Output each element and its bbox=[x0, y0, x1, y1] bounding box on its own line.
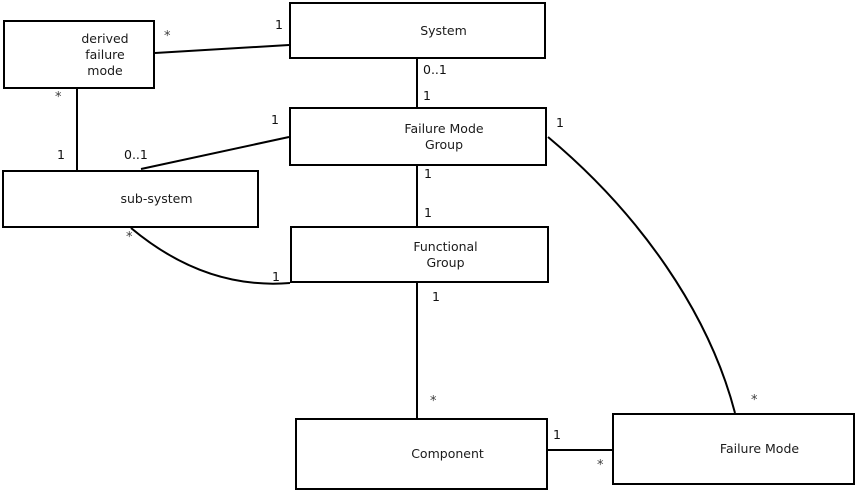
class-box-failure-mode[interactable]: Failure Mode bbox=[612, 413, 855, 485]
class-box-label-component: Component bbox=[411, 446, 484, 461]
class-box-functional-group[interactable]: Functional Group bbox=[290, 226, 549, 283]
class-box-system[interactable]: System bbox=[289, 2, 546, 59]
multiplicity-label-m-sub-fmg-zeroone: 0..1 bbox=[124, 147, 148, 162]
multiplicity-label-m-fmg-fm-one: 1 bbox=[556, 115, 564, 130]
multiplicity-label-m-derived-sub-star: * bbox=[55, 90, 62, 105]
multiplicity-label-m-system-fmg-zeroone: 0..1 bbox=[423, 62, 447, 77]
class-box-label-failure-mode: Failure Mode bbox=[719, 441, 800, 456]
edge-derived-to-system bbox=[154, 44, 290, 54]
class-box-label-sub-system: sub-system bbox=[120, 191, 193, 206]
class-box-label-system: System bbox=[420, 22, 467, 38]
multiplicity-label-m-fm-fmg-star: * bbox=[751, 393, 758, 408]
multiplicity-label-m-sub-fg-star: * bbox=[126, 230, 133, 245]
class-box-derived-failure-mode[interactable]: derived failure mode bbox=[3, 20, 155, 89]
class-box-label-functional-group: Functional Group bbox=[413, 238, 478, 270]
multiplicity-label-m-fm-comp-star: * bbox=[597, 458, 604, 473]
multiplicity-label-m-fmg-system-one: 1 bbox=[423, 88, 431, 103]
edge-fmg-to-failure-mode bbox=[547, 136, 736, 414]
class-box-failure-mode-group[interactable]: Failure Mode Group bbox=[289, 107, 547, 166]
edge-subsystem-to-failure-mode-group bbox=[140, 136, 290, 170]
multiplicity-label-m-sub-derived-one: 1 bbox=[57, 147, 65, 162]
class-box-component[interactable]: Component bbox=[295, 418, 548, 490]
multiplicity-label-m-comp-fg-star: * bbox=[430, 394, 437, 409]
multiplicity-label-m-fg-comp-one: 1 bbox=[432, 289, 440, 304]
multiplicity-label-m-fg-fmg-one: 1 bbox=[424, 205, 432, 220]
class-box-label-failure-mode-group: Failure Mode Group bbox=[404, 120, 484, 152]
multiplicity-label-m-derived-system-star: * bbox=[164, 29, 171, 44]
class-box-label-derived-failure-mode: derived failure mode bbox=[81, 30, 129, 78]
multiplicity-label-m-fmg-sub-one: 1 bbox=[271, 112, 279, 127]
multiplicity-label-m-fg-sub-one: 1 bbox=[272, 269, 280, 284]
multiplicity-label-m-fmg-fg-one: 1 bbox=[424, 166, 432, 181]
class-box-sub-system[interactable]: sub-system bbox=[2, 170, 259, 228]
edge-subsystem-to-functional-group bbox=[130, 227, 291, 285]
multiplicity-label-m-comp-fm-one: 1 bbox=[553, 427, 561, 442]
multiplicity-label-m-system-derived-one: 1 bbox=[275, 17, 283, 32]
